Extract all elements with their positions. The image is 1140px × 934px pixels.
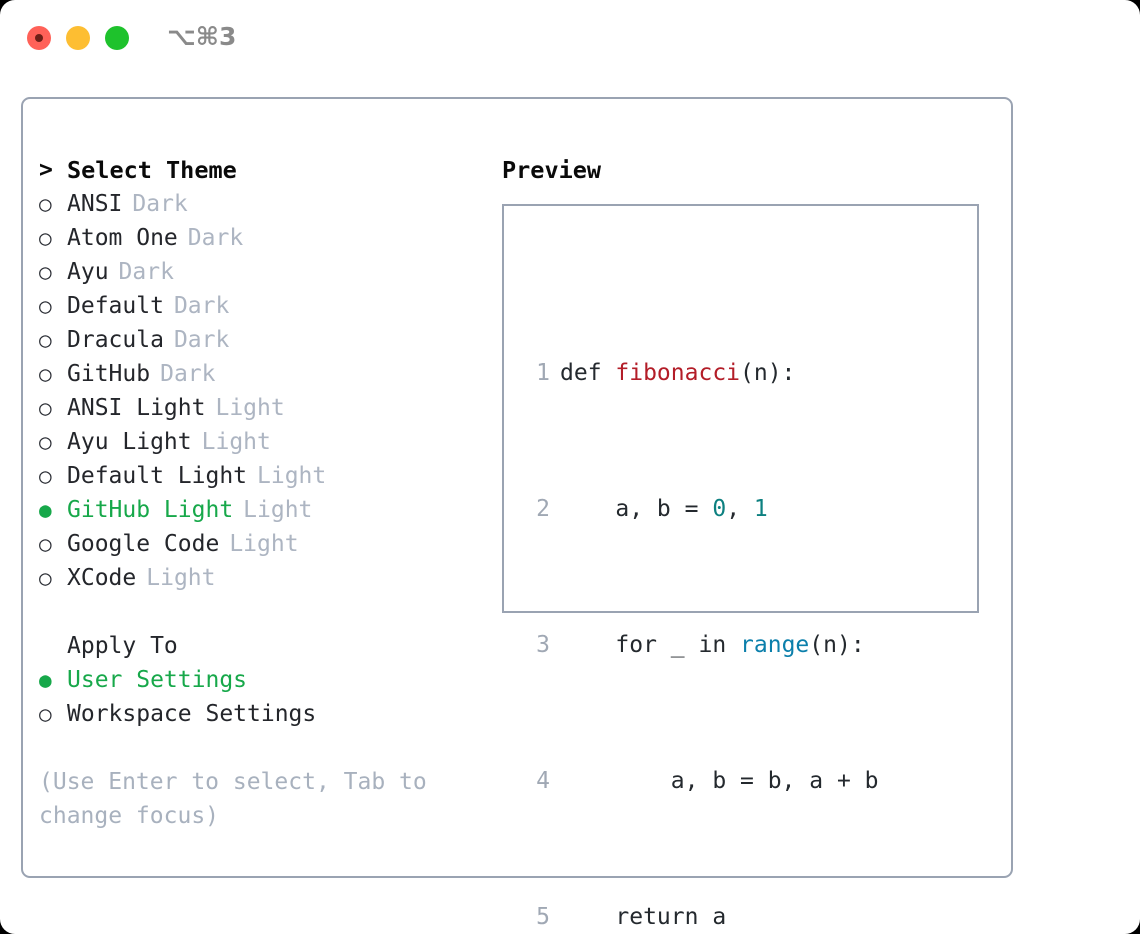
keyboard-hint-text: (Use Enter to select, Tab to change focu… <box>39 769 427 829</box>
caret-icon: > <box>39 157 53 183</box>
theme-option-ayu-light[interactable]: ○ Ayu Light Light <box>39 425 489 459</box>
maximize-window-icon[interactable] <box>105 26 129 50</box>
theme-name: GitHub Light <box>67 497 234 523</box>
theme-tag: Light <box>229 531 299 557</box>
theme-option-google-code[interactable]: ○ Google Code Light <box>39 527 489 561</box>
radio-unselected-icon: ○ <box>39 260 52 284</box>
theme-tag: Dark <box>160 361 216 387</box>
radio-unselected-icon: ○ <box>39 362 52 386</box>
theme-option-ayu[interactable]: ○ Ayu Dark <box>39 255 489 289</box>
theme-name: Google Code <box>67 531 220 557</box>
line-number: 3 <box>536 632 550 658</box>
radio-unselected-icon: ○ <box>39 532 52 556</box>
theme-tag: Dark <box>118 259 174 285</box>
theme-tag: Light <box>257 463 327 489</box>
theme-name: Atom One <box>67 225 178 251</box>
title-bar: ⌥⌘3 <box>0 0 1140 78</box>
theme-select-header: > Select Theme <box>39 153 489 187</box>
line-number: 5 <box>536 904 550 930</box>
radio-unselected-icon: ○ <box>39 226 52 250</box>
theme-tag: Dark <box>173 327 230 353</box>
radio-unselected-icon: ○ <box>39 430 52 454</box>
radio-selected-icon: ● <box>39 668 52 692</box>
theme-name: Ayu Light <box>67 429 192 455</box>
theme-option-default[interactable]: ○ Default Dark <box>39 289 489 323</box>
line-number: 4 <box>536 768 550 794</box>
theme-option-dracula[interactable]: ○ Dracula Dark <box>39 323 489 357</box>
main-panel: > Select Theme ○ ANSI Dark ○ Atom One Da… <box>21 97 1013 930</box>
keyboard-shortcut-label: ⌥⌘3 <box>167 22 237 51</box>
preview-title: Preview <box>502 156 602 184</box>
theme-option-xcode[interactable]: ○ XCode Light <box>39 561 489 595</box>
theme-name: Ayu <box>67 259 109 285</box>
apply-to-header: ○ Apply To <box>39 629 489 663</box>
theme-name: XCode <box>67 565 137 591</box>
close-window-icon[interactable] <box>27 26 51 50</box>
theme-tag: Dark <box>173 293 230 319</box>
theme-tag: Light <box>201 429 271 455</box>
radio-unselected-icon: ○ <box>39 294 52 318</box>
code-line: 2 a, b = 0, 1 <box>524 492 934 526</box>
theme-option-ansi-light[interactable]: ○ ANSI Light Light <box>39 391 489 425</box>
theme-name: Dracula <box>67 327 164 353</box>
theme-name: ANSI <box>67 191 123 217</box>
line-number: 1 <box>536 360 550 386</box>
theme-tag: Dark <box>132 191 188 217</box>
radio-unselected-icon: ○ <box>39 192 52 216</box>
code-line: 5 return a <box>524 900 934 934</box>
traffic-light-buttons <box>27 26 129 50</box>
theme-name: ANSI Light <box>67 395 206 421</box>
theme-name: Default <box>67 293 164 319</box>
radio-unselected-icon: ○ <box>39 702 52 726</box>
apply-to-option-label: User Settings <box>67 667 248 693</box>
theme-option-github-light[interactable]: ● GitHub Light Light <box>39 493 489 527</box>
apply-to-option-workspace-settings[interactable]: ○ Workspace Settings <box>39 697 489 731</box>
theme-select-column: > Select Theme ○ ANSI Dark ○ Atom One Da… <box>39 153 489 833</box>
theme-option-ansi[interactable]: ○ ANSI Dark <box>39 187 489 221</box>
radio-unselected-icon: ○ <box>39 328 52 352</box>
line-number: 2 <box>536 496 550 522</box>
radio-selected-icon: ● <box>39 498 52 522</box>
theme-option-default-light[interactable]: ○ Default Light Light <box>39 459 489 493</box>
radio-unselected-icon: ○ <box>39 396 52 420</box>
theme-tag: Light <box>243 497 313 523</box>
apply-to-title: Apply To <box>67 633 178 659</box>
code-line: 4 a, b = b, a + b <box>524 764 934 798</box>
theme-select-title: Select Theme <box>67 156 237 184</box>
theme-option-github[interactable]: ○ GitHub Dark <box>39 357 489 391</box>
section-spacer <box>39 595 489 629</box>
theme-option-atom-one[interactable]: ○ Atom One Dark <box>39 221 489 255</box>
spacer-icon: ○ <box>39 629 67 663</box>
theme-name: Default Light <box>67 463 248 489</box>
radio-unselected-icon: ○ <box>39 566 52 590</box>
minimize-window-icon[interactable] <box>66 26 90 50</box>
radio-unselected-icon: ○ <box>39 464 52 488</box>
theme-name: GitHub <box>67 361 151 387</box>
theme-tag: Light <box>146 565 216 591</box>
code-line: 3 for _ in range(n): <box>524 628 934 662</box>
theme-tag: Light <box>215 395 285 421</box>
theme-tag: Dark <box>187 225 244 251</box>
apply-to-option-label: Workspace Settings <box>67 701 317 727</box>
apply-to-option-user-settings[interactable]: ● User Settings <box>39 663 489 697</box>
